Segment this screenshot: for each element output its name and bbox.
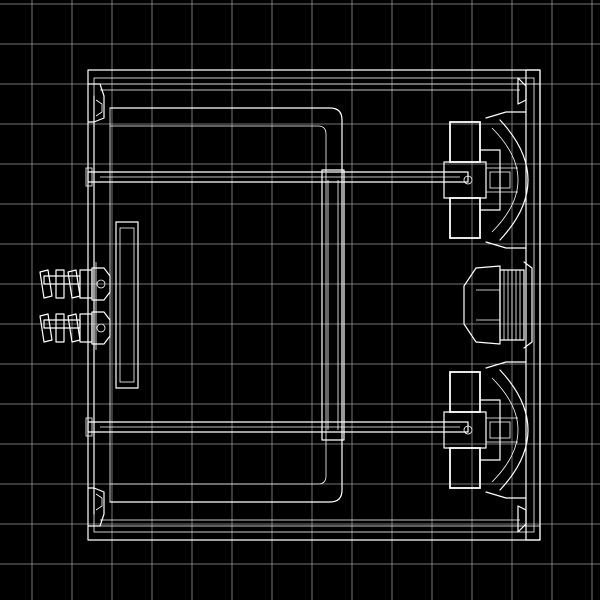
cabinet [87,69,541,541]
bass-driver-bottom [443,361,529,499]
internal-bracing [85,95,469,515]
bass-driver-top [443,111,529,249]
terminal-connectors [39,262,111,350]
center-driver [463,261,533,349]
terminal-connector-top [39,262,111,306]
crossover-board [115,221,139,389]
terminal-connector-bottom [39,306,111,350]
